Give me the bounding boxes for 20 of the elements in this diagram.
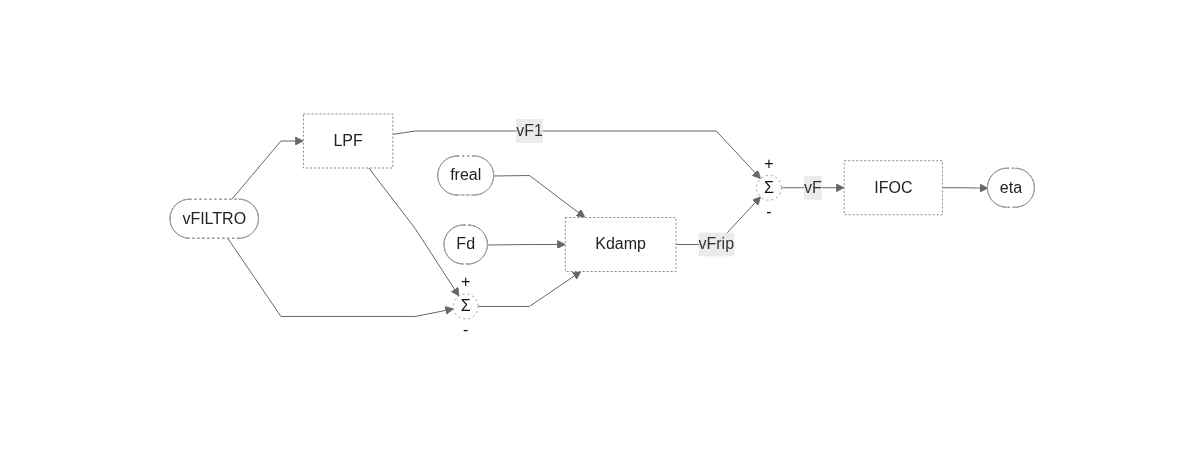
arrow xyxy=(368,167,460,297)
node-label: + xyxy=(764,154,774,172)
arrow xyxy=(477,270,582,307)
arrow xyxy=(487,239,566,249)
node-box: LPF xyxy=(302,113,394,169)
arrow xyxy=(227,238,454,317)
edge-label: vF xyxy=(803,178,822,196)
edge-label: vF1 xyxy=(515,121,543,139)
node-box: Kdamp xyxy=(564,216,677,272)
arrow xyxy=(493,174,586,218)
node-label: - xyxy=(766,202,772,220)
edge-label: vFrip xyxy=(698,235,734,253)
node-label: - xyxy=(462,321,469,339)
node-circle: Σ xyxy=(755,174,782,201)
node-label: + xyxy=(460,273,471,291)
node-box: IFOC xyxy=(843,160,943,216)
arrow xyxy=(941,183,989,193)
arrow xyxy=(392,130,761,179)
node-circle: Σ xyxy=(452,293,479,320)
arrow xyxy=(230,136,304,200)
